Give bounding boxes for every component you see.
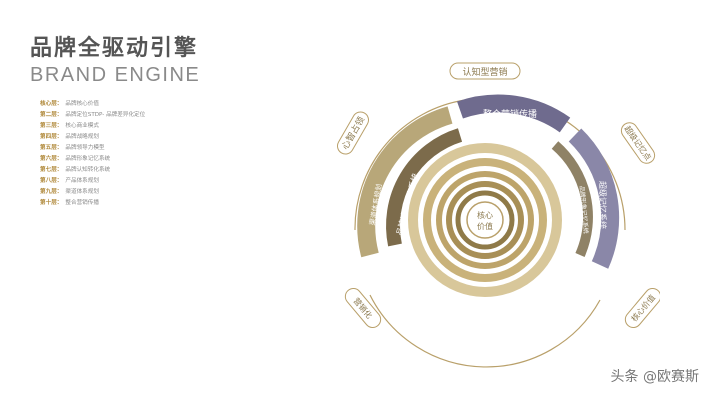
level-list: 核心层：品牌核心价值 第二层：品牌定位STDP- 品牌差异化定位 第三层：核心商… bbox=[40, 100, 340, 210]
level-desc: 整合营销传播 bbox=[65, 200, 99, 206]
core-circle bbox=[466, 201, 504, 239]
level-desc: 品牌战略规划 bbox=[65, 134, 99, 140]
level-name: 第六层： bbox=[40, 156, 63, 162]
ring-right-inner bbox=[551, 141, 593, 258]
level-desc: 品牌认知转化系统 bbox=[65, 167, 111, 173]
level-name: 第三层： bbox=[40, 123, 63, 129]
ring-top-band bbox=[457, 94, 571, 133]
page-subtitle: BRAND ENGINE bbox=[30, 64, 201, 86]
inner-ring-3 bbox=[436, 171, 534, 269]
ring-left-inner bbox=[386, 128, 463, 247]
level-desc: 品牌领导力模型 bbox=[65, 145, 105, 151]
level-desc: 产品体系规划 bbox=[65, 178, 99, 184]
list-item: 核心层：品牌核心价值 bbox=[40, 100, 340, 108]
level-desc: 核心商业模式 bbox=[65, 123, 99, 129]
core-label-line1: 核心 bbox=[477, 210, 493, 220]
ring-left-outer bbox=[357, 106, 453, 258]
outer-arc-left bbox=[354, 99, 466, 231]
list-item: 第七层：品牌认知转化系统 bbox=[40, 166, 340, 174]
level-name: 第七层： bbox=[40, 167, 63, 173]
watermark: 头条 @欧赛斯 bbox=[610, 369, 699, 385]
ring-label-right: 超级记忆系统 bbox=[598, 181, 608, 229]
list-item: 第十层：整合营销传播 bbox=[40, 199, 340, 207]
page-title: 品牌全驱动引擎 bbox=[30, 36, 199, 61]
level-name: 第五层： bbox=[40, 145, 63, 151]
level-name: 第二层： bbox=[40, 112, 63, 118]
list-item: 第六层：品牌形象记忆系统 bbox=[40, 155, 340, 163]
outer-label-left bbox=[337, 111, 369, 155]
inner-ring-1 bbox=[408, 143, 562, 297]
inner-ring-2 bbox=[423, 158, 547, 282]
ring-label-top: 整合营销传播 bbox=[483, 108, 537, 120]
list-item: 第八层：产品体系规划 bbox=[40, 177, 340, 185]
level-desc: 品牌定位STDP- 品牌差异化定位 bbox=[65, 112, 146, 118]
inner-ring-5 bbox=[455, 190, 515, 250]
level-desc: 品牌核心价值 bbox=[65, 101, 99, 107]
outer-label-bottom-left bbox=[344, 288, 382, 328]
level-name: 核心层： bbox=[40, 101, 63, 107]
core-label-line2: 价值 bbox=[477, 221, 493, 231]
list-item: 第二层：品牌定位STDP- 品牌差异化定位 bbox=[40, 111, 340, 119]
outer-label-top bbox=[449, 62, 521, 80]
outer-label-bottom-right bbox=[624, 288, 660, 328]
level-name: 第八层： bbox=[40, 178, 63, 184]
outer-label-right bbox=[620, 122, 656, 164]
level-name: 第九层： bbox=[40, 189, 63, 195]
list-item: 第五层：品牌领导力模型 bbox=[40, 144, 340, 152]
level-desc: 品牌形象记忆系统 bbox=[65, 156, 111, 162]
list-item: 第三层：核心商业模式 bbox=[40, 122, 340, 130]
ring-right-band bbox=[568, 128, 620, 269]
inner-ring-4 bbox=[446, 181, 524, 259]
list-item: 第九层：渠道体系规划 bbox=[40, 188, 340, 196]
level-desc: 渠道体系规划 bbox=[65, 189, 99, 195]
brand-engine-diagram: 认知型营销 心智占领 超级记忆点 核心价值 营销化 整合营销传播 超级记忆系统 … bbox=[337, 62, 660, 368]
outer-label-top-text: 认知型营销 bbox=[462, 66, 507, 78]
level-name: 第十层： bbox=[40, 200, 63, 206]
level-name: 第四层： bbox=[40, 134, 63, 140]
list-item: 第四层：品牌战略规划 bbox=[40, 133, 340, 141]
outer-arc-bottom bbox=[369, 294, 601, 368]
